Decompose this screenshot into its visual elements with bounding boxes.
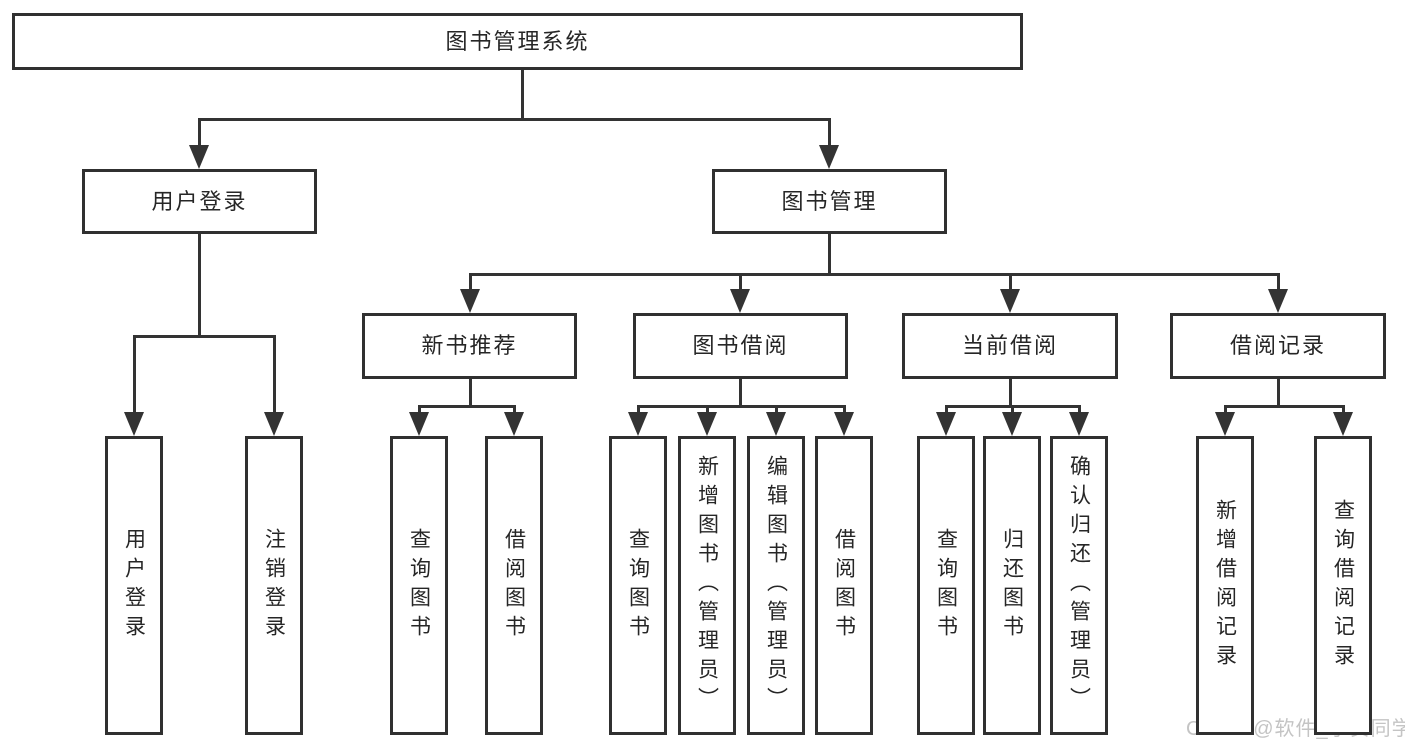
node-label: 编辑图书（管理员） xyxy=(764,455,788,716)
node-label: 借阅记录 xyxy=(1229,333,1326,358)
node-borrow-book-newrec: 借阅图书 xyxy=(485,436,543,735)
connector-line xyxy=(636,404,640,419)
node-query-borrow-record: 查询借阅记录 xyxy=(1314,436,1372,735)
arrow-down-icon xyxy=(834,412,854,436)
arrow-down-icon xyxy=(1215,412,1235,436)
connector-line xyxy=(468,272,472,296)
arrow-down-icon xyxy=(1069,412,1089,436)
connector-line xyxy=(417,404,516,408)
connector-line xyxy=(1276,377,1280,408)
node-query-book-current: 查询图书 xyxy=(917,436,975,735)
node-label: 确认归还（管理员） xyxy=(1067,455,1091,716)
node-user-login-action: 用户登录 xyxy=(105,436,163,735)
node-borrow-book-action: 借阅图书 xyxy=(815,436,873,735)
node-label: 图书借阅 xyxy=(692,333,789,358)
connector-line xyxy=(1276,272,1280,296)
node-book-borrow: 图书借阅 xyxy=(633,313,848,379)
connector-line xyxy=(827,232,831,276)
connector-line xyxy=(1008,377,1012,408)
node-query-book-newrec: 查询图书 xyxy=(390,436,448,735)
connector-line xyxy=(1010,404,1014,419)
connector-line xyxy=(1008,272,1012,296)
arrow-down-icon xyxy=(819,145,839,169)
arrow-down-icon xyxy=(189,145,209,169)
node-label: 图书管理 xyxy=(781,188,878,214)
connector-line xyxy=(827,117,831,152)
node-label: 新增借阅记录 xyxy=(1213,498,1237,673)
node-label: 借阅图书 xyxy=(832,527,856,644)
node-borrow-records: 借阅记录 xyxy=(1170,313,1386,379)
node-edit-book-admin: 编辑图书（管理员） xyxy=(747,436,805,735)
arrow-down-icon xyxy=(409,412,429,436)
connector-line xyxy=(1223,404,1345,408)
connector-line xyxy=(417,404,421,419)
node-root: 图书管理系统 xyxy=(12,13,1023,70)
node-current-borrow: 当前借阅 xyxy=(902,313,1118,379)
connector-line xyxy=(132,334,276,338)
node-label: 查询借阅记录 xyxy=(1331,498,1355,673)
arrow-down-icon xyxy=(1268,289,1288,313)
connector-line xyxy=(1077,404,1081,419)
connector-line xyxy=(738,377,742,408)
arrow-down-icon xyxy=(460,289,480,313)
node-label: 图书管理系统 xyxy=(445,28,590,54)
arrow-down-icon xyxy=(1333,412,1353,436)
connector-line xyxy=(132,334,136,419)
node-label: 注销登录 xyxy=(262,527,286,644)
connector-line xyxy=(512,404,516,419)
node-label: 用户登录 xyxy=(122,527,146,644)
connector-line xyxy=(842,404,846,419)
node-add-book-admin: 新增图书（管理员） xyxy=(678,436,736,735)
connector-line xyxy=(197,117,831,121)
node-label: 新增图书（管理员） xyxy=(695,455,719,716)
arrow-down-icon xyxy=(1000,289,1020,313)
node-label: 用户登录 xyxy=(151,188,248,214)
node-label: 查询图书 xyxy=(407,527,431,644)
node-user-login: 用户登录 xyxy=(82,169,317,234)
connector-line xyxy=(468,272,1280,276)
arrow-down-icon xyxy=(936,412,956,436)
arrow-down-icon xyxy=(697,412,717,436)
connector-line xyxy=(1341,404,1345,419)
arrow-down-icon xyxy=(264,412,284,436)
arrow-down-icon xyxy=(730,289,750,313)
node-new-book-rec: 新书推荐 xyxy=(362,313,577,379)
connector-line xyxy=(468,377,472,408)
arrow-down-icon xyxy=(766,412,786,436)
connector-line xyxy=(738,272,742,296)
node-label: 归还图书 xyxy=(1000,527,1024,644)
node-label: 借阅图书 xyxy=(502,527,526,644)
connector-line xyxy=(520,68,524,121)
connector-line xyxy=(197,232,201,338)
connector-line xyxy=(272,334,276,419)
connector-line xyxy=(774,404,778,419)
node-return-book: 归还图书 xyxy=(983,436,1041,735)
arrow-down-icon xyxy=(1002,412,1022,436)
node-book-mgmt: 图书管理 xyxy=(712,169,947,234)
node-label: 查询图书 xyxy=(934,527,958,644)
arrow-down-icon xyxy=(504,412,524,436)
node-query-book-borrow: 查询图书 xyxy=(609,436,667,735)
node-label: 新书推荐 xyxy=(421,333,518,358)
connector-line xyxy=(197,117,201,152)
node-label: 当前借阅 xyxy=(961,333,1058,358)
connector-line xyxy=(705,404,709,419)
node-add-borrow-record: 新增借阅记录 xyxy=(1196,436,1254,735)
node-confirm-return-admin: 确认归还（管理员） xyxy=(1050,436,1108,735)
node-logout-action: 注销登录 xyxy=(245,436,303,735)
arrow-down-icon xyxy=(628,412,648,436)
node-label: 查询图书 xyxy=(626,527,650,644)
connector-line xyxy=(944,404,948,419)
connector-line xyxy=(1223,404,1227,419)
arrow-down-icon xyxy=(124,412,144,436)
